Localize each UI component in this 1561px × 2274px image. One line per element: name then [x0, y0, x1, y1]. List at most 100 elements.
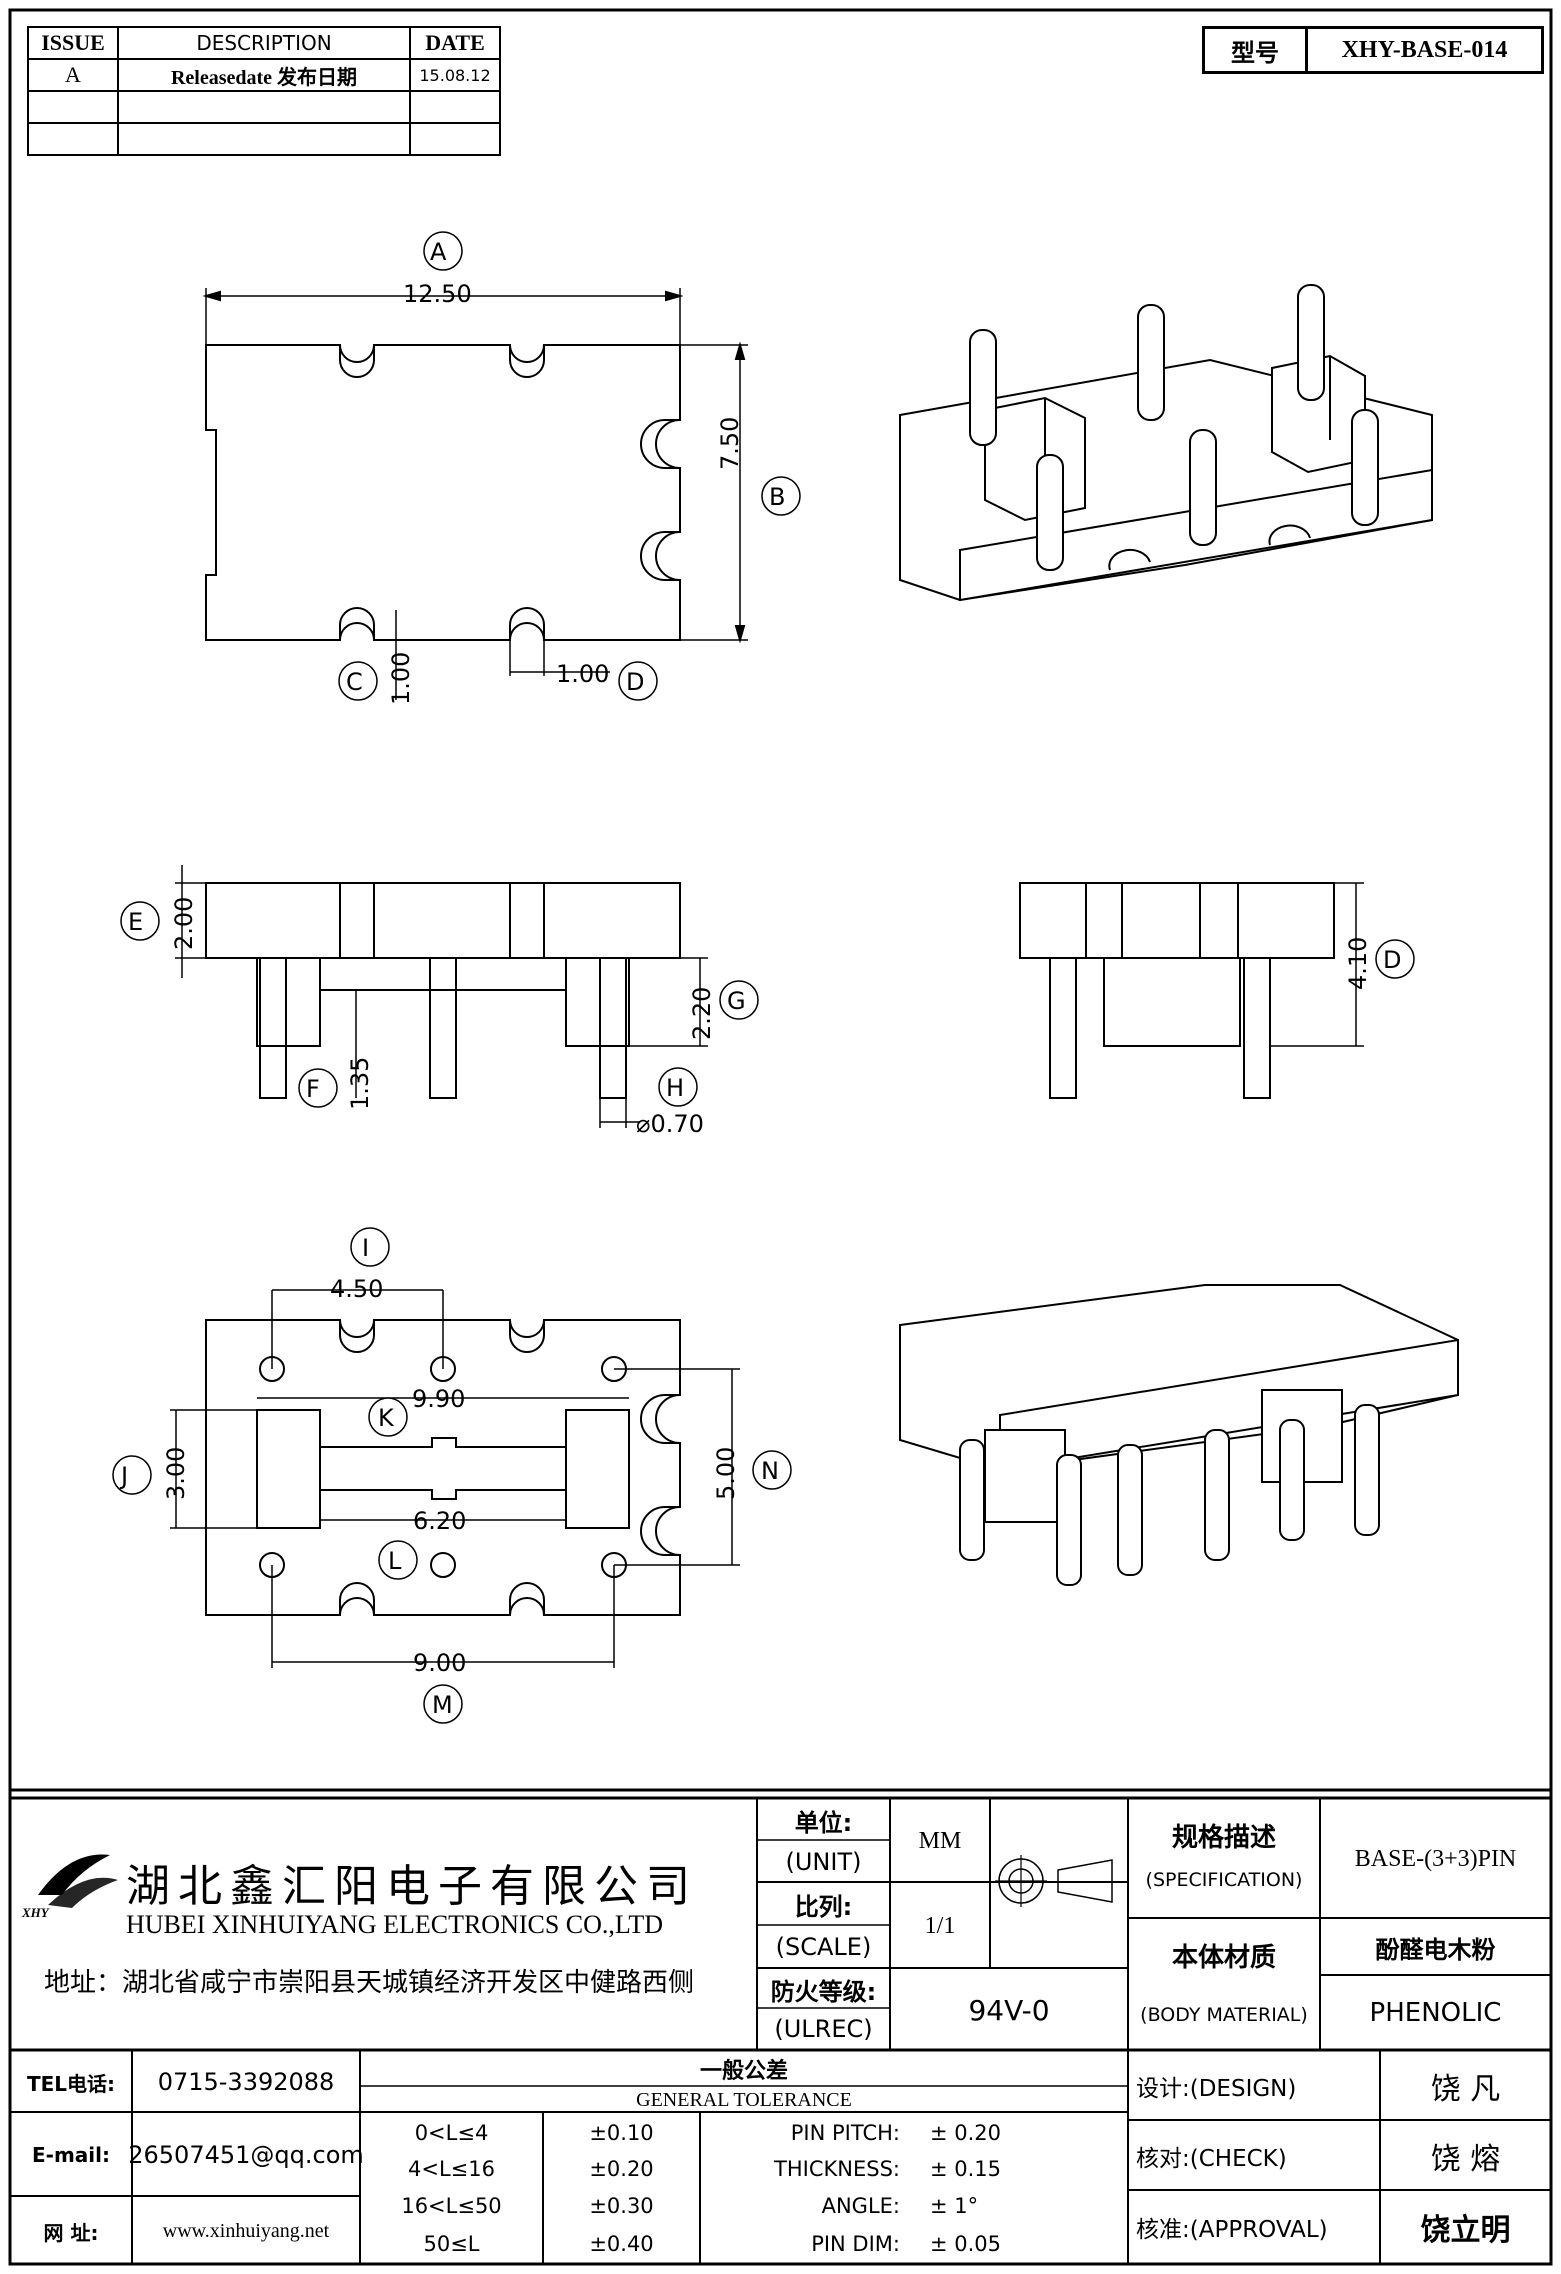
design-label: 设计:(DESIGN) [1136, 2076, 1297, 2102]
rev-header-issue: ISSUE [27, 26, 119, 60]
check-label: 核对:(CHECK) [1136, 2146, 1287, 2172]
rev-header-date: DATE [409, 26, 501, 60]
tag-j: J [121, 1462, 129, 1490]
iso-view-bottom [899, 1284, 1459, 1586]
dim-c-value: 1.00 [387, 651, 415, 705]
dim-m-value: 9.00 [413, 1649, 467, 1677]
dim-i-value: 4.50 [330, 1275, 384, 1303]
tag-k: K [378, 1404, 394, 1432]
email-label: E-mail: [31, 2143, 110, 2167]
tolerance-item-value: ± 0.20 [930, 2121, 1002, 2145]
tolerance-title-cn: 一般公差 [699, 2059, 788, 2084]
rev-row-issue: A [27, 58, 119, 92]
tag-d: D [626, 668, 645, 696]
dim-d-value: 1.00 [556, 660, 610, 688]
tolerance-range: 0<L≤4 [414, 2121, 489, 2145]
part-number-value: XHY-BASE-014 [1341, 36, 1508, 63]
dim-b-value: 7.50 [716, 416, 744, 470]
tag-l: L [388, 1547, 402, 1575]
title-block-grid [10, 1796, 1551, 2264]
part-number-box: 型号 XHY-BASE-014 [1202, 26, 1544, 74]
revision-table: ISSUE DESCRIPTION DATE A Releasedate 发布日… [27, 26, 501, 156]
tolerance-value: ±0.30 [589, 2194, 654, 2218]
company-logo-text: XHY [22, 1905, 49, 1920]
web-label: 网 址: [43, 2220, 99, 2245]
web-value[interactable]: www.xinhuiyang.net [162, 2219, 330, 2242]
ul-label-en: (ULREC) [774, 2015, 873, 2043]
rev-row-description: Releasedate 发布日期 [117, 58, 411, 92]
part-number-label: 型号 [1205, 29, 1308, 71]
tolerance-item: PIN DIM: [811, 2232, 900, 2256]
dim-d2-value: 4.10 [1344, 936, 1372, 990]
dim-a-value: 12.50 [403, 280, 472, 308]
tolerance-value: ±0.10 [589, 2121, 654, 2145]
tolerance-value: ±0.40 [589, 2232, 654, 2256]
spec-label-cn: 规格描述 [1171, 1822, 1276, 1853]
approval-name: 饶立明 [1420, 2213, 1511, 2248]
unit-label-cn: 单位: [794, 1808, 853, 1837]
dim-j-value: 3.00 [162, 1446, 190, 1500]
rev-row-date [409, 122, 501, 156]
tag-b: B [769, 483, 786, 511]
rev-row-date [409, 90, 501, 124]
company-logo-icon [38, 1854, 118, 1908]
tolerance-item: THICKNESS: [774, 2157, 900, 2181]
top-view [202, 288, 748, 700]
ul-value: 94V-0 [968, 1993, 1050, 2027]
scale-label-en: (SCALE) [775, 1933, 872, 1961]
tolerance-item: PIN PITCH: [790, 2121, 900, 2145]
ul-label-cn: 防火等级: [770, 1977, 877, 2006]
tag-d2: D [1383, 946, 1402, 974]
company-name-en: HUBEI XINHUIYANG ELECTRONICS CO.,LTD [126, 1910, 664, 1939]
tolerance-item: ANGLE: [821, 2194, 900, 2218]
dim-e-value: 2.00 [170, 896, 198, 950]
tolerance-item-value: ± 0.15 [930, 2157, 1002, 2181]
rev-row-date: 15.08.12 [409, 58, 501, 92]
rev-row-issue [27, 122, 119, 156]
front-view [175, 865, 708, 1128]
side-view [1019, 882, 1364, 1099]
tag-f: F [306, 1075, 320, 1103]
check-name: 饶 熔 [1430, 2142, 1501, 2177]
spec-label-en: (SPECIFICATION) [1145, 1869, 1303, 1891]
scale-value: 1/1 [924, 1912, 956, 1939]
dim-n-value: 5.00 [712, 1446, 740, 1500]
design-name: 饶 凡 [1430, 2072, 1501, 2107]
tolerance-value: ±0.20 [589, 2157, 654, 2181]
dim-g-value: 2.20 [688, 986, 716, 1040]
material-label-cn: 本体材质 [1171, 1942, 1276, 1973]
material-label-en: (BODY MATERIAL) [1140, 2004, 1308, 2026]
tel-value: 0715-3392088 [157, 2068, 335, 2096]
tag-e: E [128, 908, 144, 936]
bottom-view [170, 1289, 740, 1668]
email-value[interactable]: 26507451@qq.com [128, 2141, 364, 2169]
dim-l-value: 6.20 [413, 1507, 467, 1535]
tag-g: G [727, 987, 746, 1015]
rev-header-description: DESCRIPTION [117, 26, 411, 60]
dim-h-value: ⌀0.70 [636, 1110, 704, 1138]
rev-row-description [117, 122, 411, 156]
spec-value: BASE-(3+3)PIN [1354, 1845, 1517, 1872]
company-name-cn: 湖北鑫汇阳电子有限公司 [126, 1861, 698, 1912]
tolerance-range: 16<L≤50 [401, 2194, 502, 2218]
unit-value: MM [918, 1827, 962, 1854]
dim-f-value: 1.35 [346, 1056, 374, 1110]
bottom-view-tags [112, 1227, 792, 1724]
material-value-cn: 酚醛电木粉 [1375, 1936, 1496, 1964]
sheet-border [8, 8, 1553, 2266]
tag-i: I [362, 1234, 370, 1262]
top-view-tags [338, 231, 801, 701]
scale-label-cn: 比列: [794, 1892, 853, 1921]
unit-label-en: (UNIT) [785, 1848, 862, 1876]
tolerance-range: 4<L≤16 [408, 2157, 495, 2181]
material-value-en: PHENOLIC [1369, 1998, 1502, 2028]
tag-c: C [346, 668, 363, 696]
iso-view-top [899, 284, 1433, 602]
dim-k-value: 9.90 [412, 1385, 466, 1413]
front-view-tags [120, 901, 759, 1108]
tag-a: A [430, 238, 447, 266]
rev-row-description [117, 90, 411, 124]
tag-h: H [666, 1074, 685, 1102]
company-address: 地址：湖北省咸宁市崇阳县天城镇经济开发区中健路西侧 [44, 1968, 695, 1998]
